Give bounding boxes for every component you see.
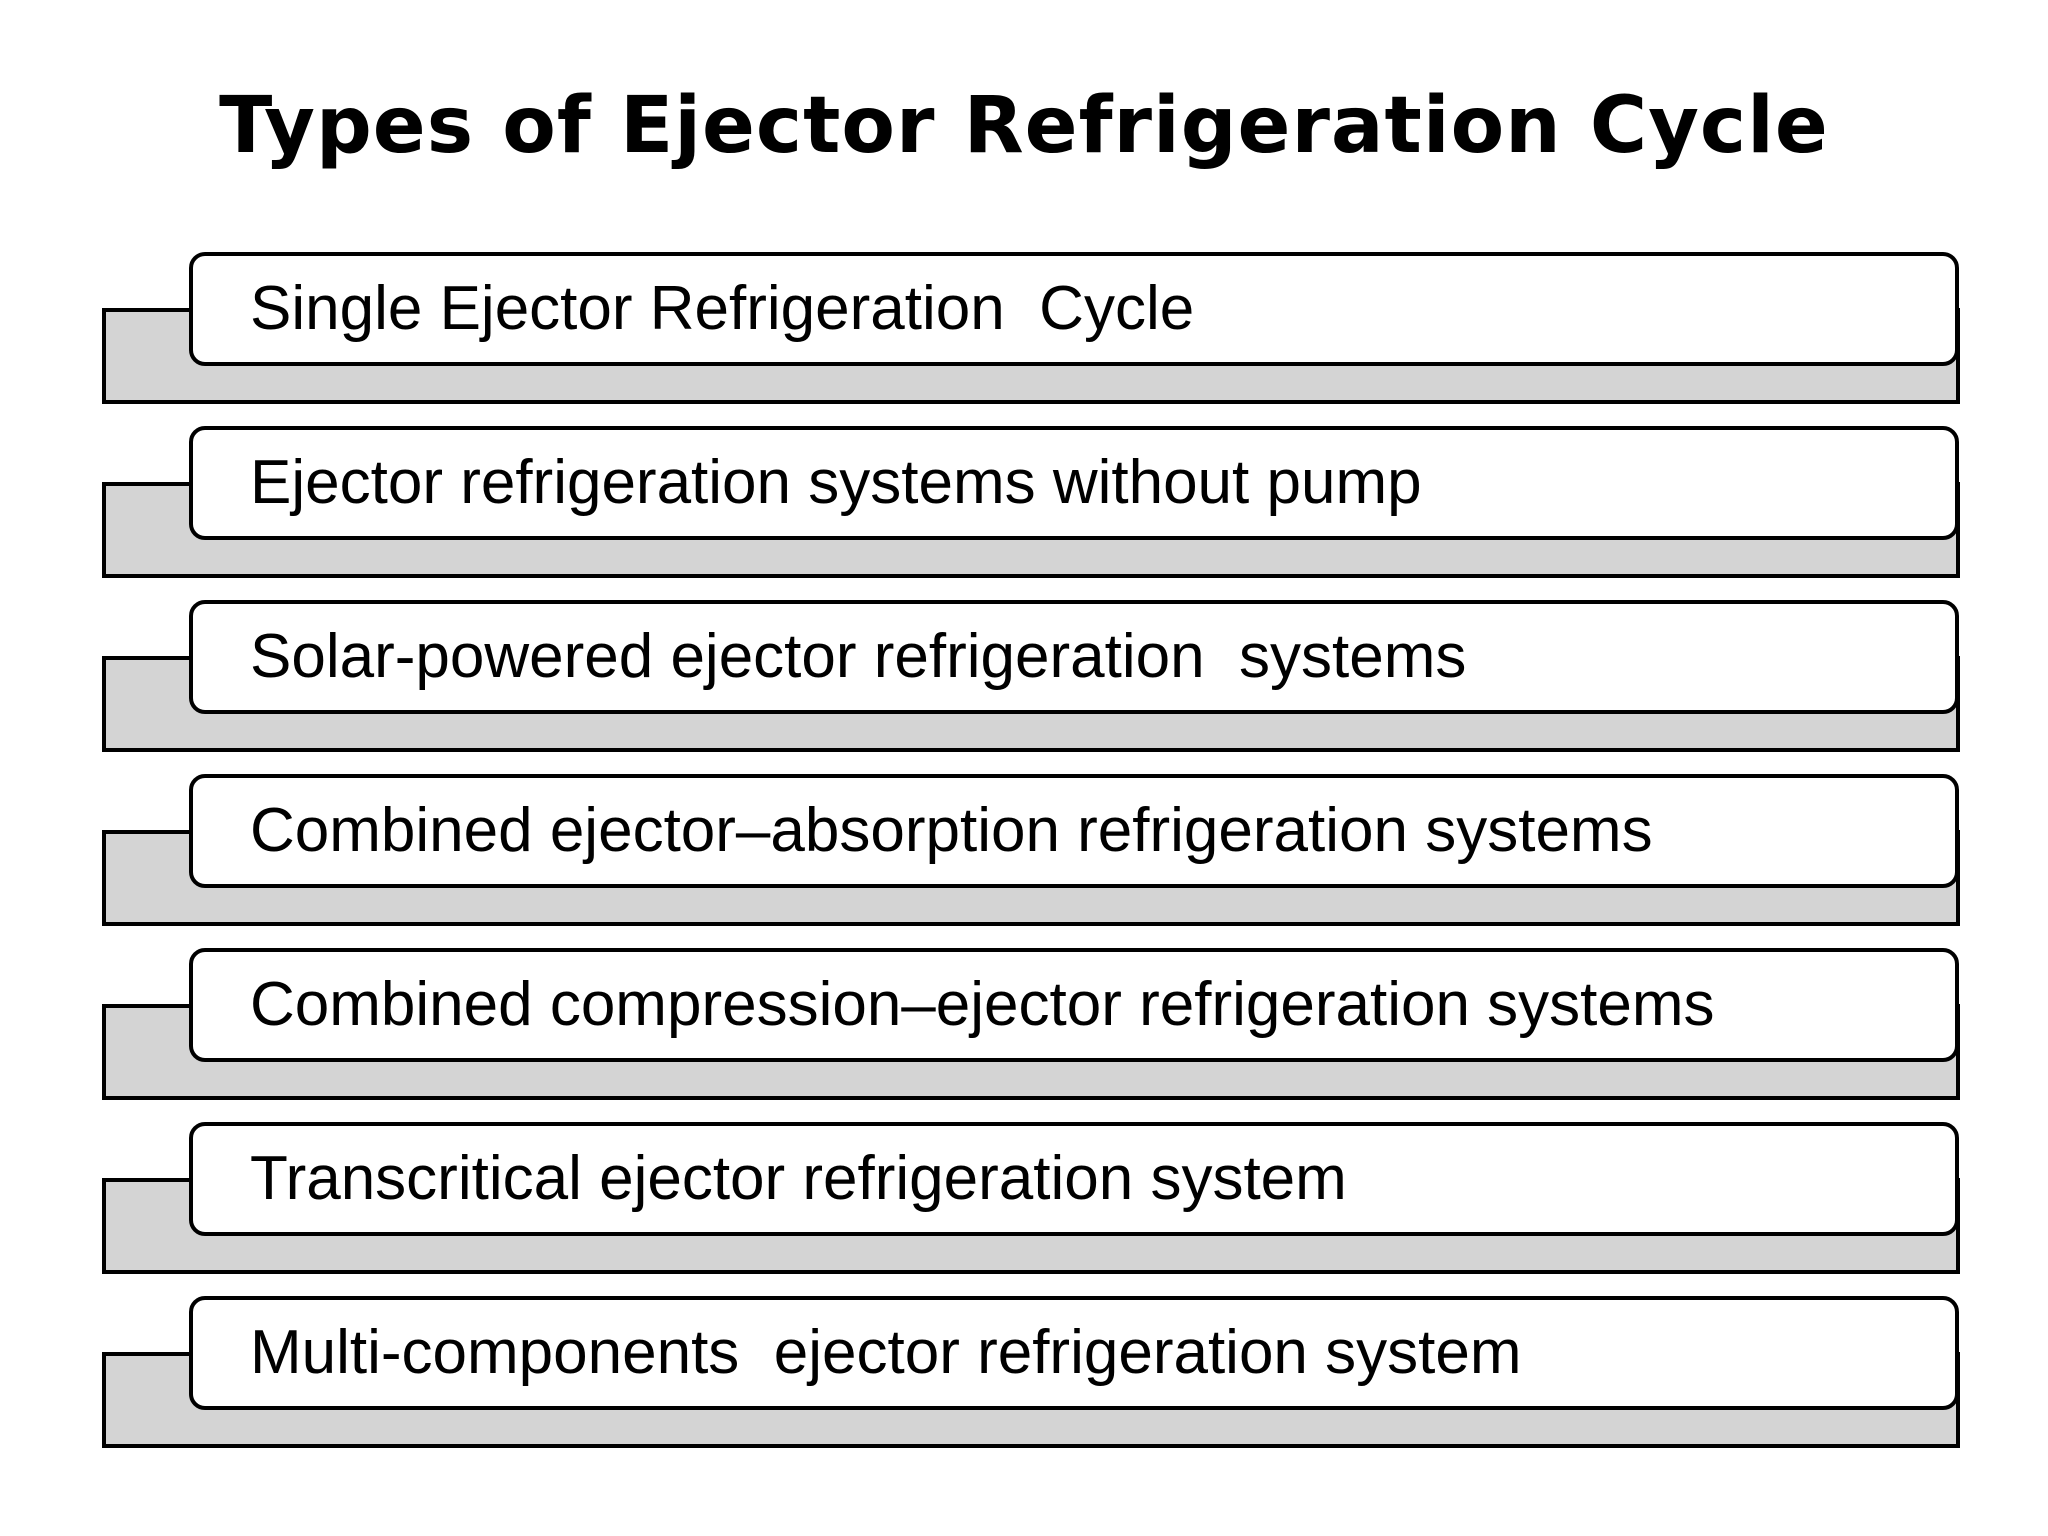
list-item-solar-powered: Solar-powered ejector refrigeration syst… <box>0 600 2048 768</box>
list-item-label: Multi-components ejector refrigeration s… <box>250 1318 1522 1387</box>
list-item-label: Ejector refrigeration systems without pu… <box>250 448 1422 517</box>
list-item-label: Single Ejector Refrigeration Cycle <box>250 274 1195 343</box>
list-item-transcritical: Transcritical ejector refrigeration syst… <box>0 1122 2048 1290</box>
list-item-box <box>189 948 1959 1062</box>
list-item-box <box>189 252 1959 366</box>
diagram-title: Types of Ejector Refrigeration Cycle <box>219 81 1829 171</box>
list-item-label: Solar-powered ejector refrigeration syst… <box>250 622 1467 691</box>
list-item-box <box>189 774 1959 888</box>
list-item-label: Combined compression–ejector refrigerati… <box>250 970 1715 1039</box>
list-item-without-pump: Ejector refrigeration systems without pu… <box>0 426 2048 594</box>
list-item-multi-components: Multi-components ejector refrigeration s… <box>0 1296 2048 1464</box>
list-item-box <box>189 426 1959 540</box>
list-item-single-ejector: Single Ejector Refrigeration Cycle <box>0 252 2048 420</box>
list-item-ejector-absorption: Combined ejector–absorption refrigeratio… <box>0 774 2048 942</box>
list-item-label: Transcritical ejector refrigeration syst… <box>250 1144 1347 1213</box>
list-item-compression-ejector: Combined compression–ejector refrigerati… <box>0 948 2048 1116</box>
list-item-box <box>189 1122 1959 1236</box>
list-item-label: Combined ejector–absorption refrigeratio… <box>250 796 1653 865</box>
list-item-box <box>189 600 1959 714</box>
list-item-box <box>189 1296 1959 1410</box>
